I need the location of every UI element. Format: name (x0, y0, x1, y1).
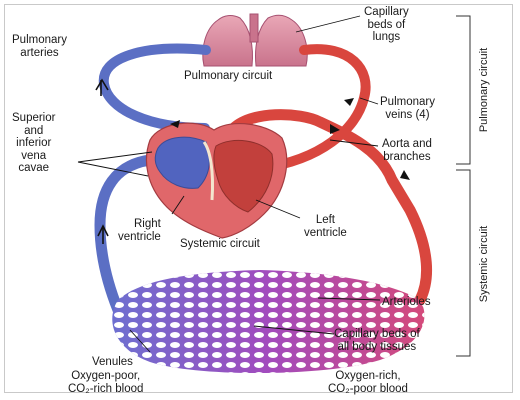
side-label-pulmonary-circuit: Pulmonary circuit (478, 47, 490, 133)
pulmonary-arteries-vessel (98, 43, 211, 133)
heart (145, 122, 288, 239)
leader-lines (77, 15, 381, 353)
aorta-vessel (226, 109, 433, 306)
label-capillary-beds-lungs: Capillary beds of lungs (364, 6, 409, 43)
label-right-ventricle: Right ventricle (118, 218, 161, 243)
figure-frame (4, 4, 513, 393)
label-venae-cavae: Superior and inferior vena cavae (12, 112, 56, 174)
label-oxygen-rich-blood: Oxygen-rich, CO₂-poor blood (328, 370, 408, 395)
side-label-systemic-circuit: Systemic circuit (478, 225, 490, 303)
label-arterioles: Arterioles (382, 296, 431, 308)
label-aorta-branches: Aorta and branches (382, 138, 432, 163)
flow-arrows (95, 78, 410, 244)
label-pulmonary-veins: Pulmonary veins (4) (380, 96, 435, 121)
label-venules: Venules (92, 356, 133, 368)
pulmonary-veins-vessel (257, 44, 371, 173)
circuit-brackets (456, 15, 471, 357)
label-capillary-beds-body: Capillary beds of all body tissues (334, 328, 420, 353)
body-capillary-bed (112, 270, 425, 374)
label-pulmonary-arteries: Pulmonary arteries (12, 34, 67, 59)
label-oxygen-poor-blood: Oxygen-poor, CO₂-rich blood (68, 370, 144, 395)
label-left-ventricle: Left ventricle (304, 214, 347, 239)
label-systemic-circuit: Systemic circuit (180, 238, 260, 250)
label-pulmonary-circuit: Pulmonary circuit (184, 70, 273, 82)
venae-cavae-vessel (94, 154, 156, 316)
lungs (202, 13, 308, 67)
